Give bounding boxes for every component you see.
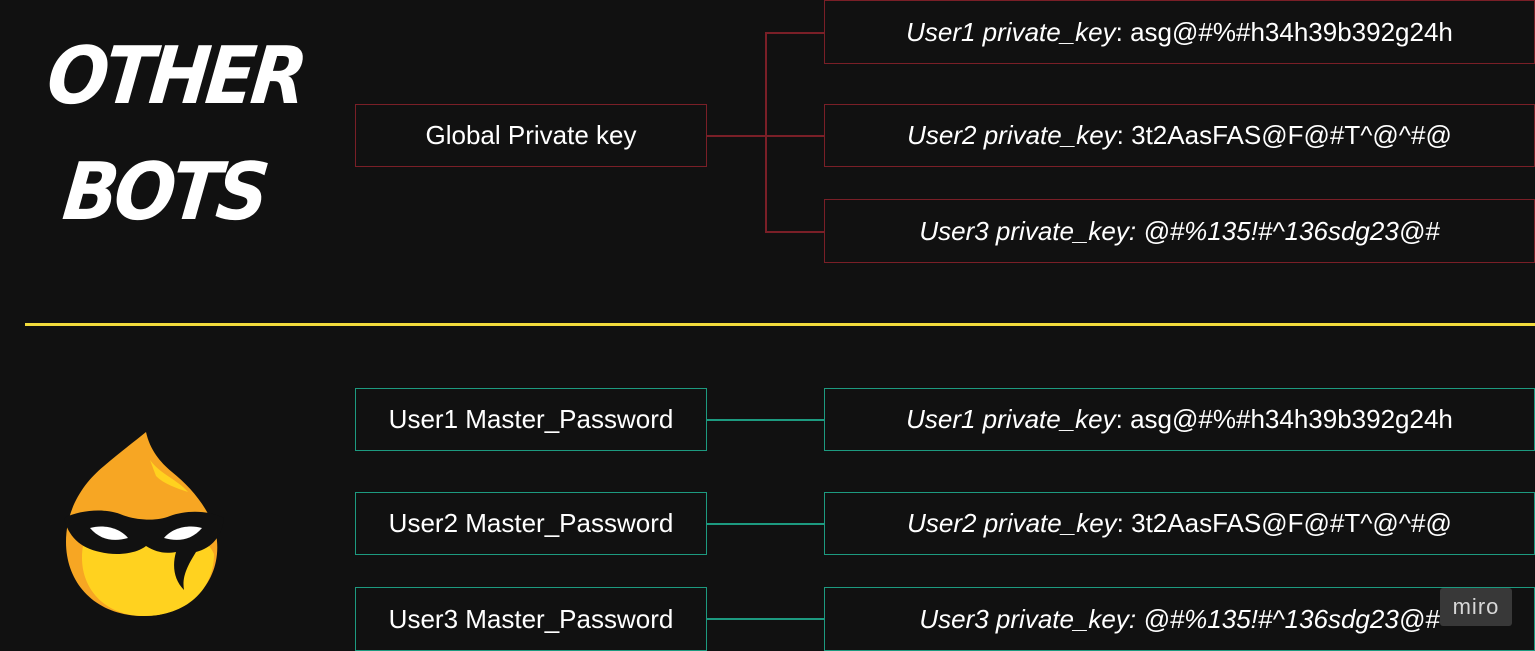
- bottom-user1-key-label: User1 private_key: [906, 404, 1116, 434]
- miro-watermark: miro: [1440, 588, 1512, 626]
- bottom-user1-key-box[interactable]: User1 private_key: asg@#%#h34h39b392g24h: [824, 388, 1535, 451]
- connector-row3: [707, 618, 824, 620]
- global-private-key-label: Global Private key: [425, 120, 637, 150]
- global-private-key-box[interactable]: Global Private key: [355, 104, 707, 167]
- top-user2-key-box[interactable]: User2 private_key: 3t2AasFAS@F@#T^@^#@: [824, 104, 1535, 167]
- connector-global-horizontal: [707, 135, 766, 137]
- user3-master-password-box[interactable]: User3 Master_Password: [355, 587, 707, 651]
- connector-bracket-user2: [765, 135, 825, 137]
- top-user3-key-label: User3 private_key: @#%135!#^136sdg23@#: [919, 215, 1440, 246]
- user3-master-password-label: User3 Master_Password: [388, 603, 674, 634]
- connector-bracket-user3: [765, 231, 825, 233]
- bottom-user2-key-label: User2 private_key: [907, 508, 1117, 538]
- section-divider: [25, 323, 1535, 326]
- user1-master-password-box[interactable]: User1 Master_Password: [355, 388, 707, 451]
- masked-flame-mascot-icon: [64, 432, 224, 616]
- connector-row2: [707, 523, 824, 525]
- top-user1-key-value: : asg@#%#h34h39b392g24h: [1115, 16, 1453, 47]
- bottom-user3-key-label: User3 private_key: @#%135!#^136sdg23@#: [919, 603, 1440, 634]
- user2-master-password-box[interactable]: User2 Master_Password: [355, 492, 707, 555]
- top-user2-key-value: : 3t2AasFAS@F@#T^@^#@: [1116, 120, 1452, 150]
- heading-line-2: BOTS: [58, 145, 270, 238]
- bottom-user1-key-value: : asg@#%#h34h39b392g24h: [1115, 404, 1453, 434]
- top-user1-key-box[interactable]: User1 private_key: asg@#%#h34h39b392g24h: [824, 0, 1535, 64]
- connector-bracket-vertical: [765, 32, 767, 231]
- user2-master-password-label: User2 Master_Password: [388, 508, 674, 538]
- bottom-user3-key-box[interactable]: User3 private_key: @#%135!#^136sdg23@#: [824, 587, 1535, 651]
- bottom-user2-key-box[interactable]: User2 private_key: 3t2AasFAS@F@#T^@^#@: [824, 492, 1535, 555]
- top-user3-key-box[interactable]: User3 private_key: @#%135!#^136sdg23@#: [824, 199, 1535, 263]
- connector-row1: [707, 419, 824, 421]
- top-user1-key-label: User1 private_key: [906, 16, 1116, 47]
- connector-bracket-user1: [765, 32, 825, 34]
- heading-line-1: OTHER: [42, 29, 308, 122]
- top-user2-key-label: User2 private_key: [907, 120, 1117, 150]
- bottom-user2-key-value: : 3t2AasFAS@F@#T^@^#@: [1116, 508, 1452, 538]
- user1-master-password-label: User1 Master_Password: [388, 404, 674, 434]
